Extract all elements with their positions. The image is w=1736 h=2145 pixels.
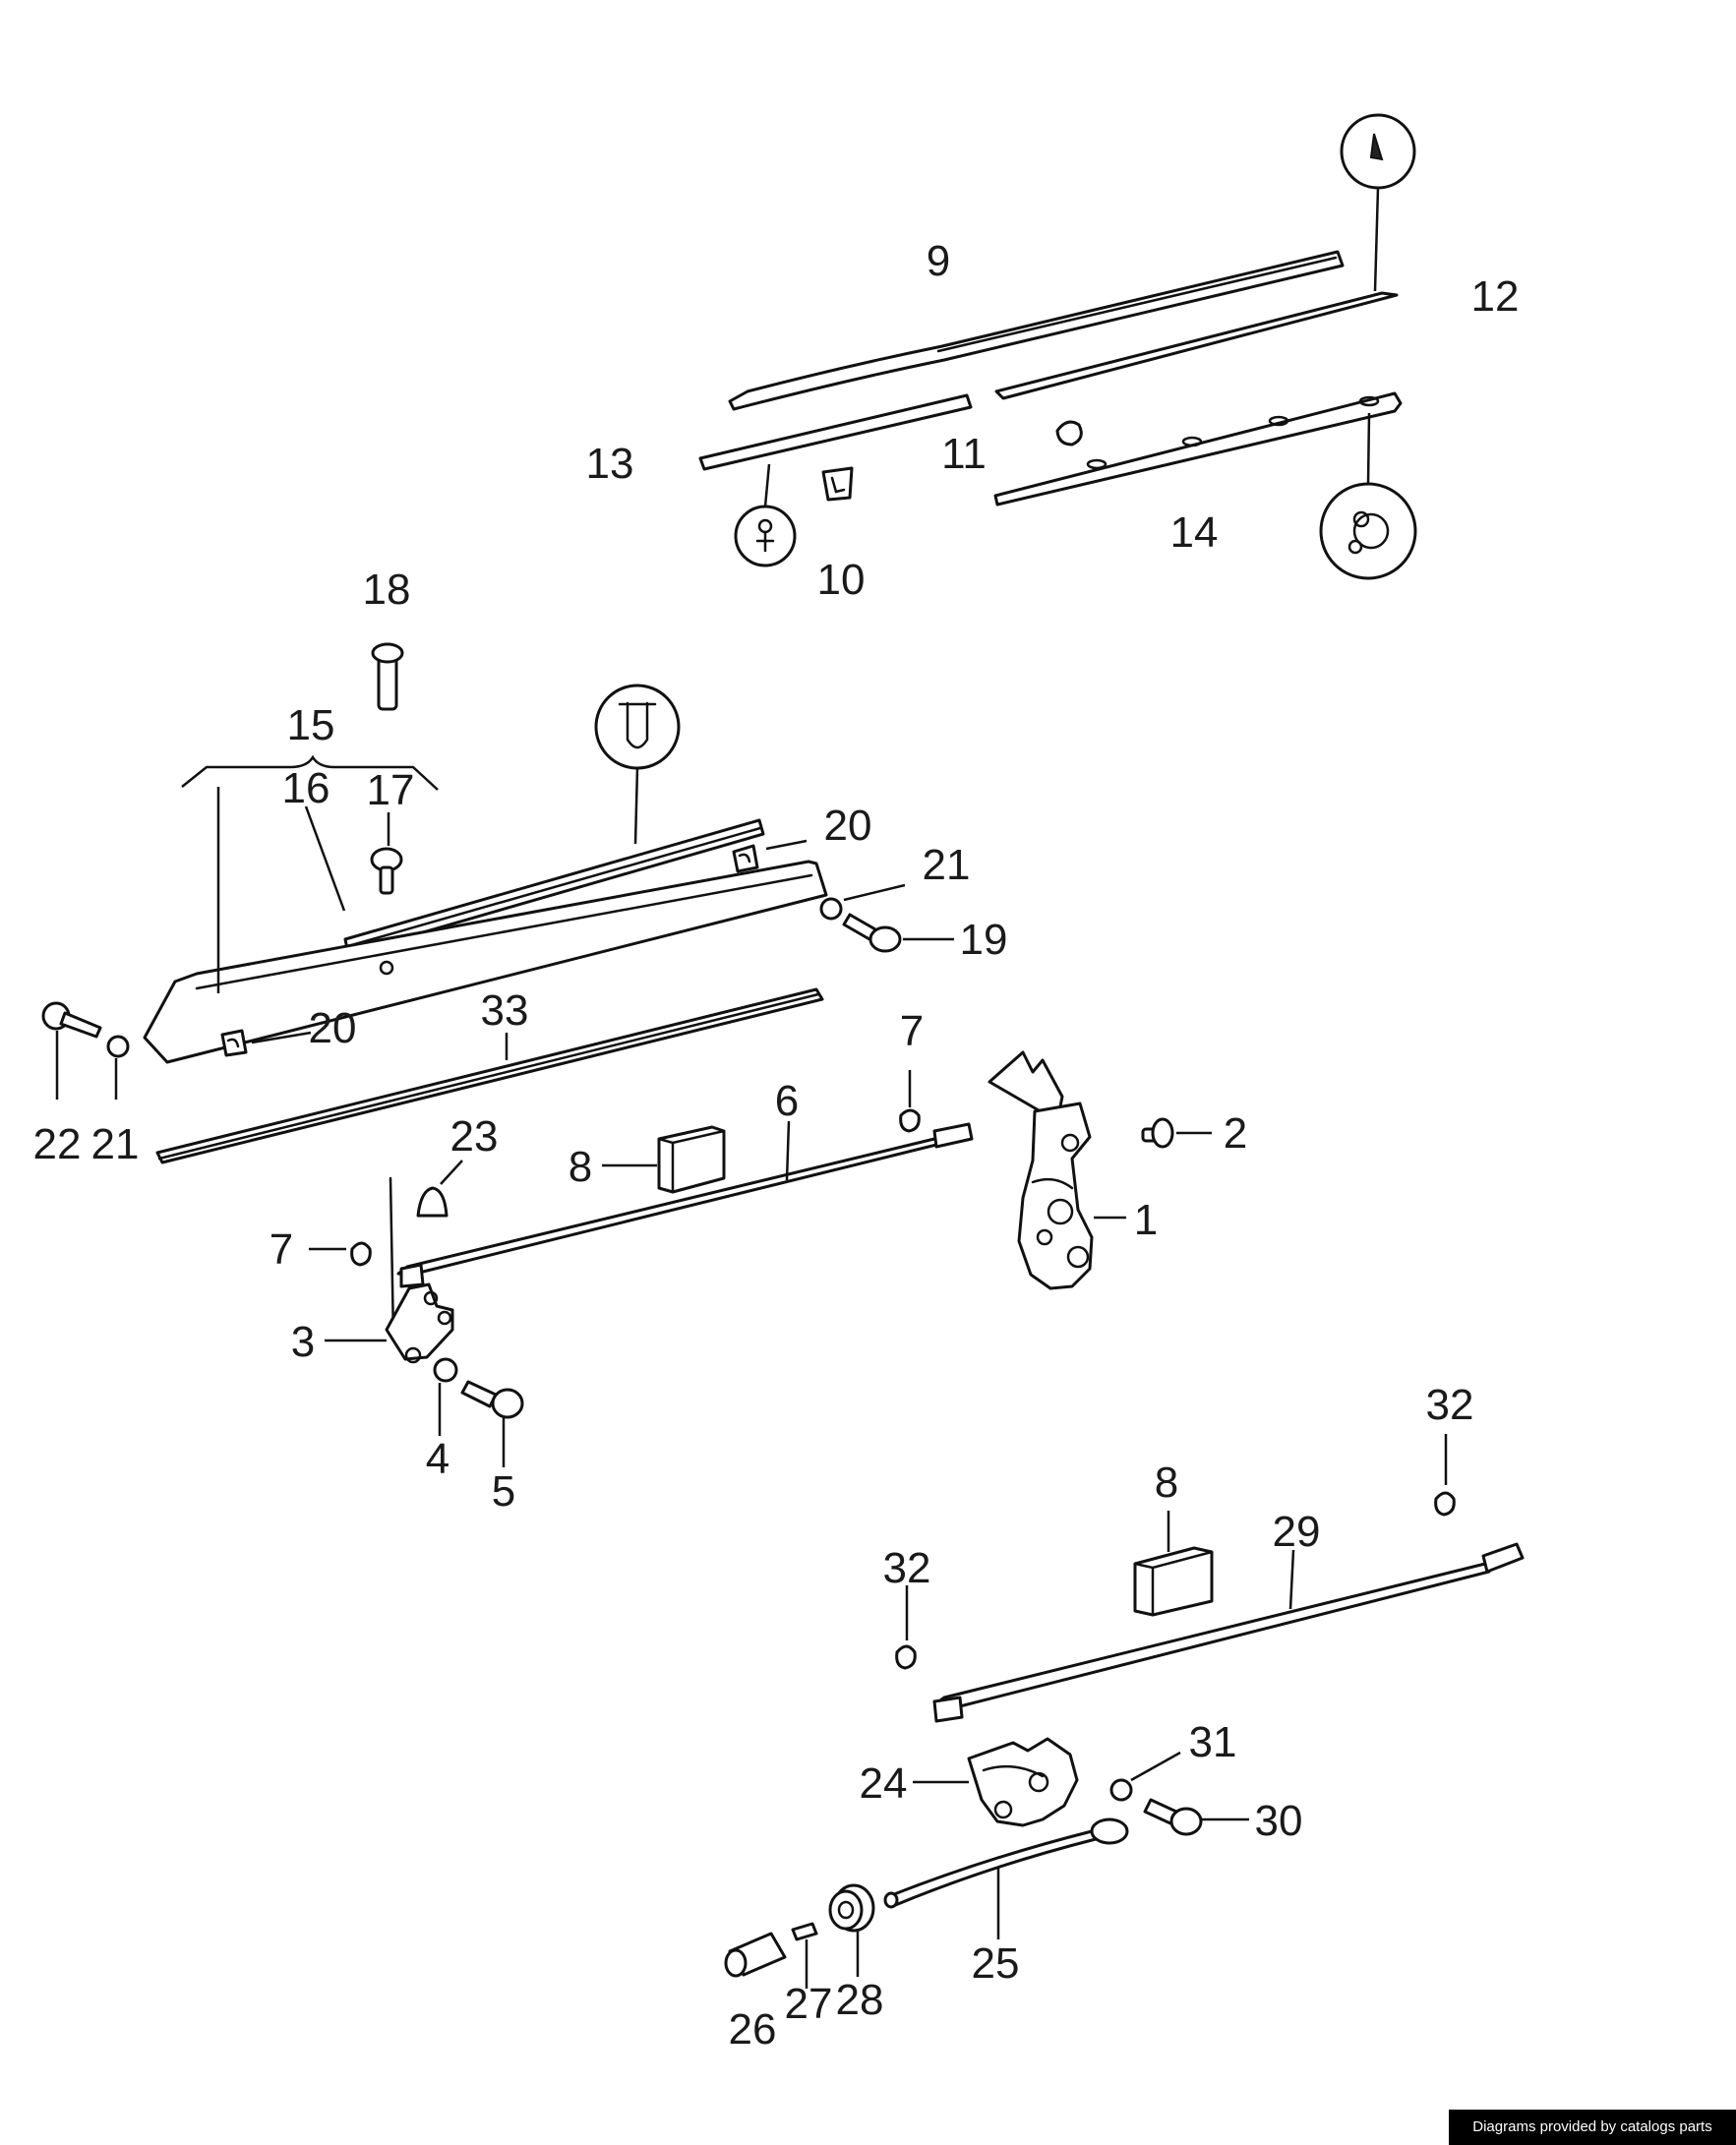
callout-16: 16 xyxy=(282,764,330,812)
callout-9: 9 xyxy=(927,237,950,285)
part-21-washer-right xyxy=(819,897,843,921)
callout-32-left: 32 xyxy=(883,1544,931,1592)
part-7-clip-lower xyxy=(350,1241,372,1267)
part-15-door-trim xyxy=(143,860,828,1064)
part-18-bolt xyxy=(371,642,404,711)
part-24-lock xyxy=(967,1737,1079,1827)
callout-5: 5 xyxy=(492,1467,515,1516)
part-17-screw xyxy=(370,847,403,895)
part-11-spring-clip xyxy=(1055,420,1083,447)
callout-7-lower: 7 xyxy=(269,1225,293,1274)
callout-25: 25 xyxy=(972,1939,1020,1988)
part-32-clip-right xyxy=(1434,1491,1456,1517)
detail-circle-12 xyxy=(1340,113,1416,190)
callout-20-upper: 20 xyxy=(824,802,872,850)
part-22-screw xyxy=(41,1001,102,1039)
callout-26: 26 xyxy=(729,2005,777,2054)
callout-14: 14 xyxy=(1170,508,1219,557)
callout-30: 30 xyxy=(1255,1797,1303,1845)
part-31-washer xyxy=(1109,1778,1133,1802)
callout-17: 17 xyxy=(367,766,415,814)
callout-11: 11 xyxy=(941,430,987,478)
detail-circle-13 xyxy=(734,505,797,567)
callout-33: 33 xyxy=(481,986,529,1035)
callout-1: 1 xyxy=(1134,1196,1158,1244)
callout-29: 29 xyxy=(1273,1508,1321,1556)
callout-10: 10 xyxy=(817,556,866,604)
part-3-lever xyxy=(385,1176,454,1364)
part-20-clip-upper xyxy=(732,844,759,873)
part-5-bolt xyxy=(460,1380,524,1419)
part-27-pin xyxy=(791,1922,818,1941)
part-6-rod xyxy=(396,1122,974,1288)
callout-19: 19 xyxy=(960,916,1008,964)
part-23-cap xyxy=(416,1186,449,1218)
callout-27: 27 xyxy=(785,1980,833,2028)
callout-23: 23 xyxy=(450,1112,499,1161)
callout-15: 15 xyxy=(287,701,335,749)
part-13-strip xyxy=(698,393,973,471)
part-25-cable xyxy=(883,1817,1129,1909)
part-8-block-upper xyxy=(657,1125,726,1194)
callout-2: 2 xyxy=(1224,1109,1247,1158)
part-12-strip xyxy=(994,291,1399,400)
part-32-clip-left xyxy=(895,1644,917,1670)
part-10-clip xyxy=(821,466,854,502)
callout-4: 4 xyxy=(426,1435,449,1483)
credit-banner: Diagrams provided by catalogs parts xyxy=(1449,2110,1736,2145)
callout-13: 13 xyxy=(586,440,634,488)
part-14-channel xyxy=(993,391,1403,506)
part-30-bolt xyxy=(1143,1798,1203,1836)
part-20-clip-lower xyxy=(220,1029,248,1057)
part-7-clip-upper xyxy=(899,1108,921,1133)
part-29-rod xyxy=(932,1542,1525,1723)
callout-6: 6 xyxy=(775,1077,799,1125)
callout-3: 3 xyxy=(291,1318,315,1366)
callout-20-lower: 20 xyxy=(309,1004,357,1052)
callout-21-left: 21 xyxy=(91,1120,140,1168)
part-26-sleeve xyxy=(724,1932,787,1978)
callout-8-upper: 8 xyxy=(569,1143,592,1191)
callout-22: 22 xyxy=(33,1120,82,1168)
callout-8-lower: 8 xyxy=(1155,1459,1178,1507)
part-1-door-lock xyxy=(988,1050,1094,1290)
detail-circle-14 xyxy=(1319,482,1417,580)
part-4-washer xyxy=(433,1357,458,1383)
detail-circle-16 xyxy=(594,684,681,770)
callout-18: 18 xyxy=(363,566,411,614)
part-2-bolt xyxy=(1141,1117,1174,1149)
callout-28: 28 xyxy=(836,1976,884,2024)
callout-31: 31 xyxy=(1189,1718,1237,1766)
callout-21-right: 21 xyxy=(923,841,971,889)
part-19-bolt xyxy=(842,913,902,953)
callout-32-right: 32 xyxy=(1426,1381,1474,1429)
callout-24: 24 xyxy=(860,1759,908,1808)
part-8-block-lower xyxy=(1133,1546,1214,1617)
part-21-washer-left xyxy=(106,1035,130,1058)
callout-7-upper: 7 xyxy=(900,1007,924,1055)
callout-12: 12 xyxy=(1471,272,1520,321)
part-28-grommet xyxy=(828,1883,875,1933)
